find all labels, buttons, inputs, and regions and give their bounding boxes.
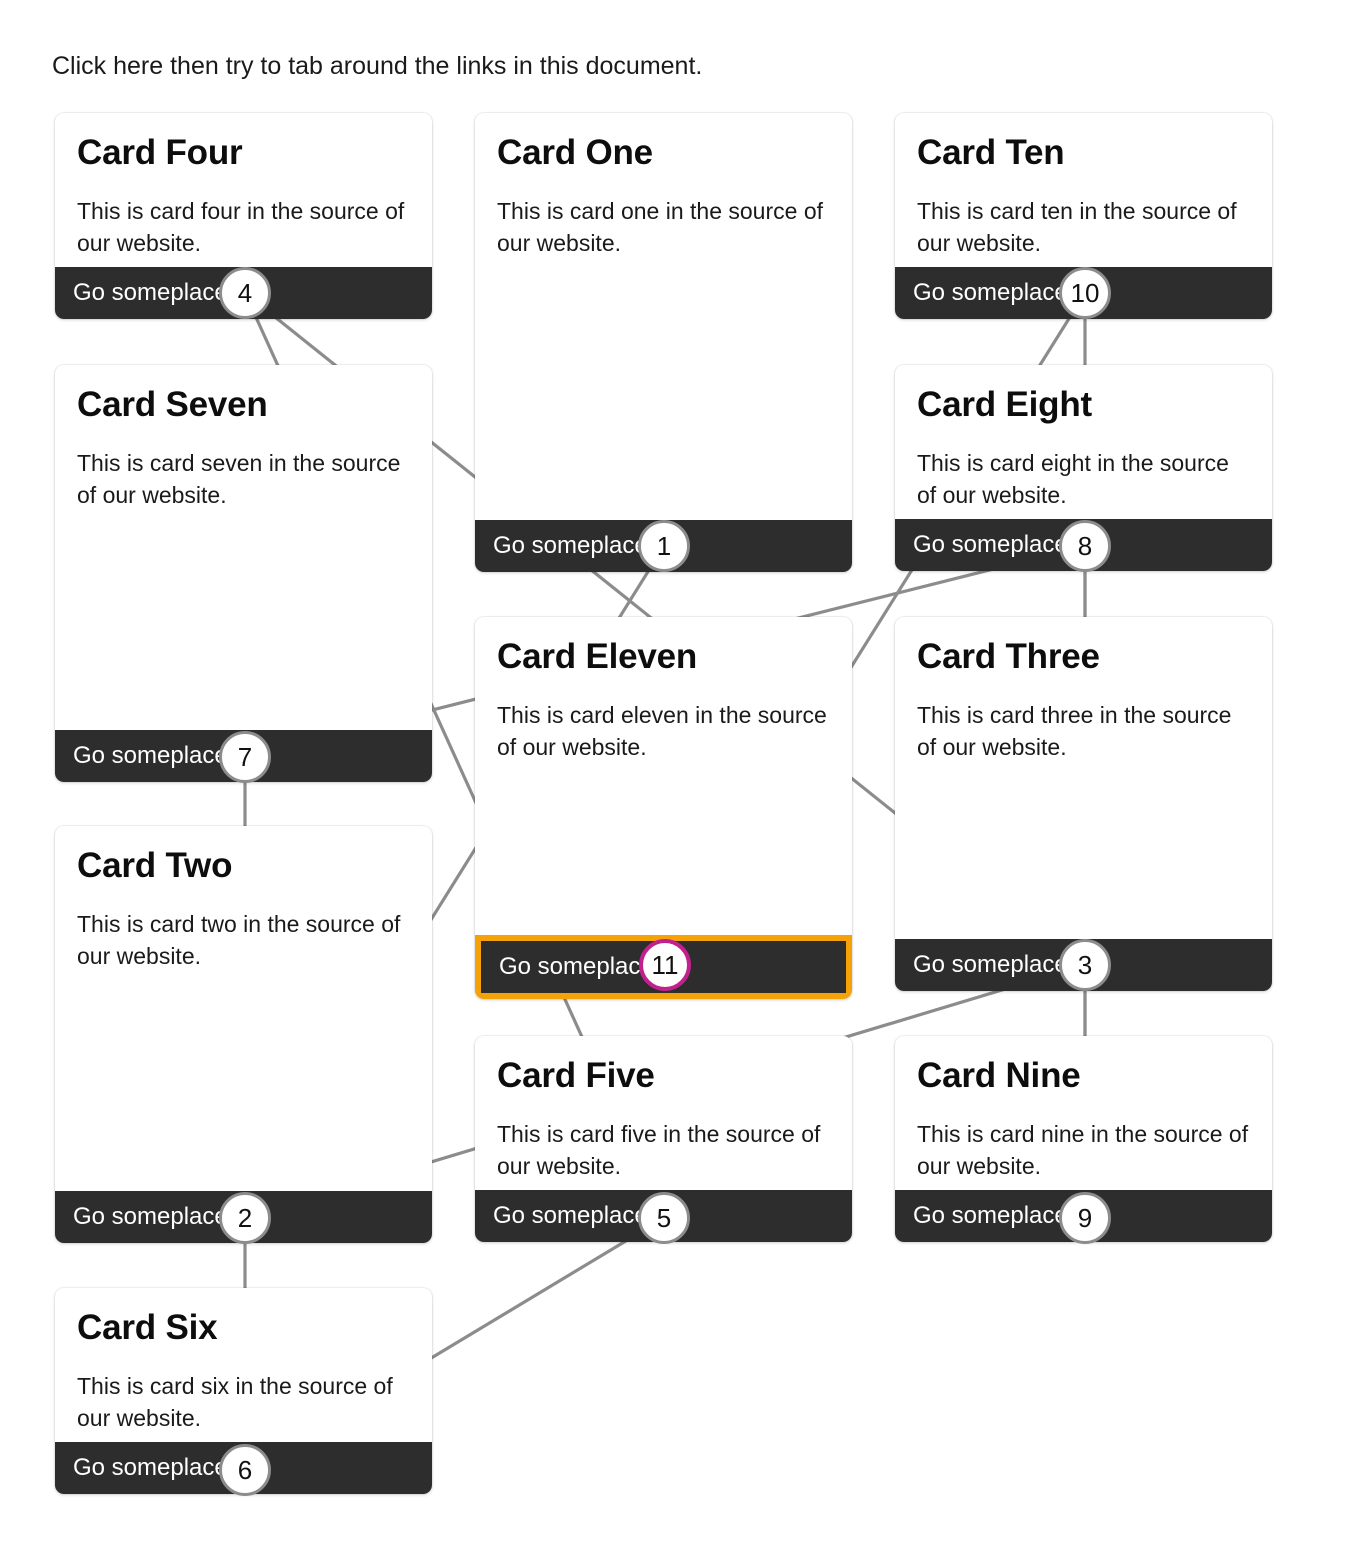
card-title: Card Ten [917,133,1065,172]
tab-order-badge-2: 2 [219,1192,271,1244]
tab-order-badge-5: 5 [638,1192,690,1244]
card-body: Card Seven This is card seven in the sou… [55,365,432,730]
tab-order-badge-8: 8 [1059,520,1111,572]
card-title: Card Eleven [497,637,698,676]
card-title: Card Eight [917,385,1092,424]
card-body: Card Six This is card six in the source … [55,1288,432,1442]
card-body: Card Ten This is card ten in the source … [895,113,1272,267]
card-text: This is card six in the source of our we… [77,1373,393,1431]
page-intro-text: Click here then try to tab around the li… [52,52,703,80]
card-text: This is card eleven in the source of our… [497,702,827,760]
tab-order-badge-1: 1 [638,520,690,572]
tab-order-badge-4: 4 [219,267,271,319]
card-body: Card Four This is card four in the sourc… [55,113,432,267]
card-body: Card One This is card one in the source … [475,113,852,520]
card-text: This is card seven in the source of our … [77,450,401,508]
card-two: Card Two This is card two in the source … [55,826,432,1243]
card-body: Card Five This is card five in the sourc… [475,1036,852,1190]
tab-order-badge-6: 6 [219,1444,271,1496]
card-body: Card Eleven This is card eleven in the s… [475,617,852,935]
tab-order-badge-7: 7 [219,731,271,783]
card-title: Card One [497,133,653,172]
tab-order-badge-10: 10 [1059,267,1111,319]
tab-order-badge-3: 3 [1059,939,1111,991]
card-title: Card Three [917,637,1100,676]
card-eleven: Card Eleven This is card eleven in the s… [475,617,852,999]
card-ten: Card Ten This is card ten in the source … [895,113,1272,319]
card-title: Card Seven [77,385,268,424]
card-body: Card Three This is card three in the sou… [895,617,1272,939]
card-text: This is card three in the source of our … [917,702,1232,760]
card-text: This is card five in the source of our w… [497,1121,821,1179]
card-body: Card Eight This is card eight in the sou… [895,365,1272,519]
card-title: Card Six [77,1308,218,1347]
card-body: Card Nine This is card nine in the sourc… [895,1036,1272,1190]
card-text: This is card four in the source of our w… [77,198,405,256]
card-eight: Card Eight This is card eight in the sou… [895,365,1272,571]
card-text: This is card ten in the source of our we… [917,198,1237,256]
card-title: Card Two [77,846,233,885]
tab-order-badge-11: 11 [639,939,691,991]
card-text: This is card eight in the source of our … [917,450,1229,508]
card-title: Card Four [77,133,243,172]
card-seven: Card Seven This is card seven in the sou… [55,365,432,782]
card-text: This is card two in the source of our we… [77,911,401,969]
card-one: Card One This is card one in the source … [475,113,852,572]
card-body: Card Two This is card two in the source … [55,826,432,1191]
card-title: Card Five [497,1056,655,1095]
card-text: This is card one in the source of our we… [497,198,823,256]
card-title: Card Nine [917,1056,1081,1095]
tab-order-badge-9: 9 [1059,1192,1111,1244]
card-text: This is card nine in the source of our w… [917,1121,1249,1179]
card-three: Card Three This is card three in the sou… [895,617,1272,991]
